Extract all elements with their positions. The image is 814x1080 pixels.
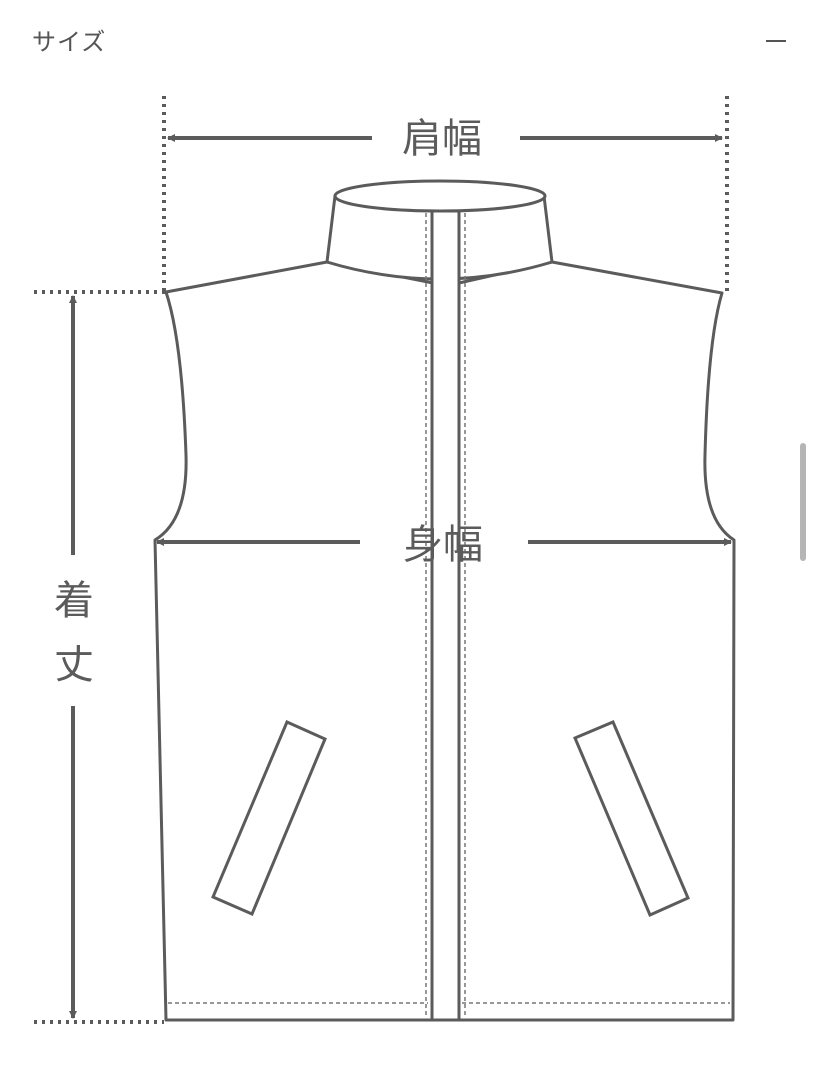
pocket-right (573, 720, 690, 917)
dimension-arrows (69, 134, 732, 1019)
stitching (168, 213, 730, 1018)
pocket-left (211, 720, 327, 916)
scrollbar-thumb[interactable] (800, 443, 806, 561)
reference-lines (34, 96, 729, 1024)
vest-left-panel (153, 260, 435, 1022)
vest-collar-top (333, 179, 547, 213)
shoulder-width-label: 肩幅 (402, 116, 482, 162)
section-title: サイズ (32, 28, 107, 56)
length-label-bottom: 丈 (54, 642, 94, 688)
collapse-button[interactable] (758, 26, 792, 56)
vest-right-panel (457, 260, 736, 1022)
pockets (211, 720, 690, 917)
body-width-label: 身幅 (403, 522, 483, 568)
length-label-top: 着 (54, 578, 94, 624)
vest-outline (153, 179, 736, 1022)
minus-icon (766, 40, 786, 42)
vest-zipper (430, 209, 461, 1022)
